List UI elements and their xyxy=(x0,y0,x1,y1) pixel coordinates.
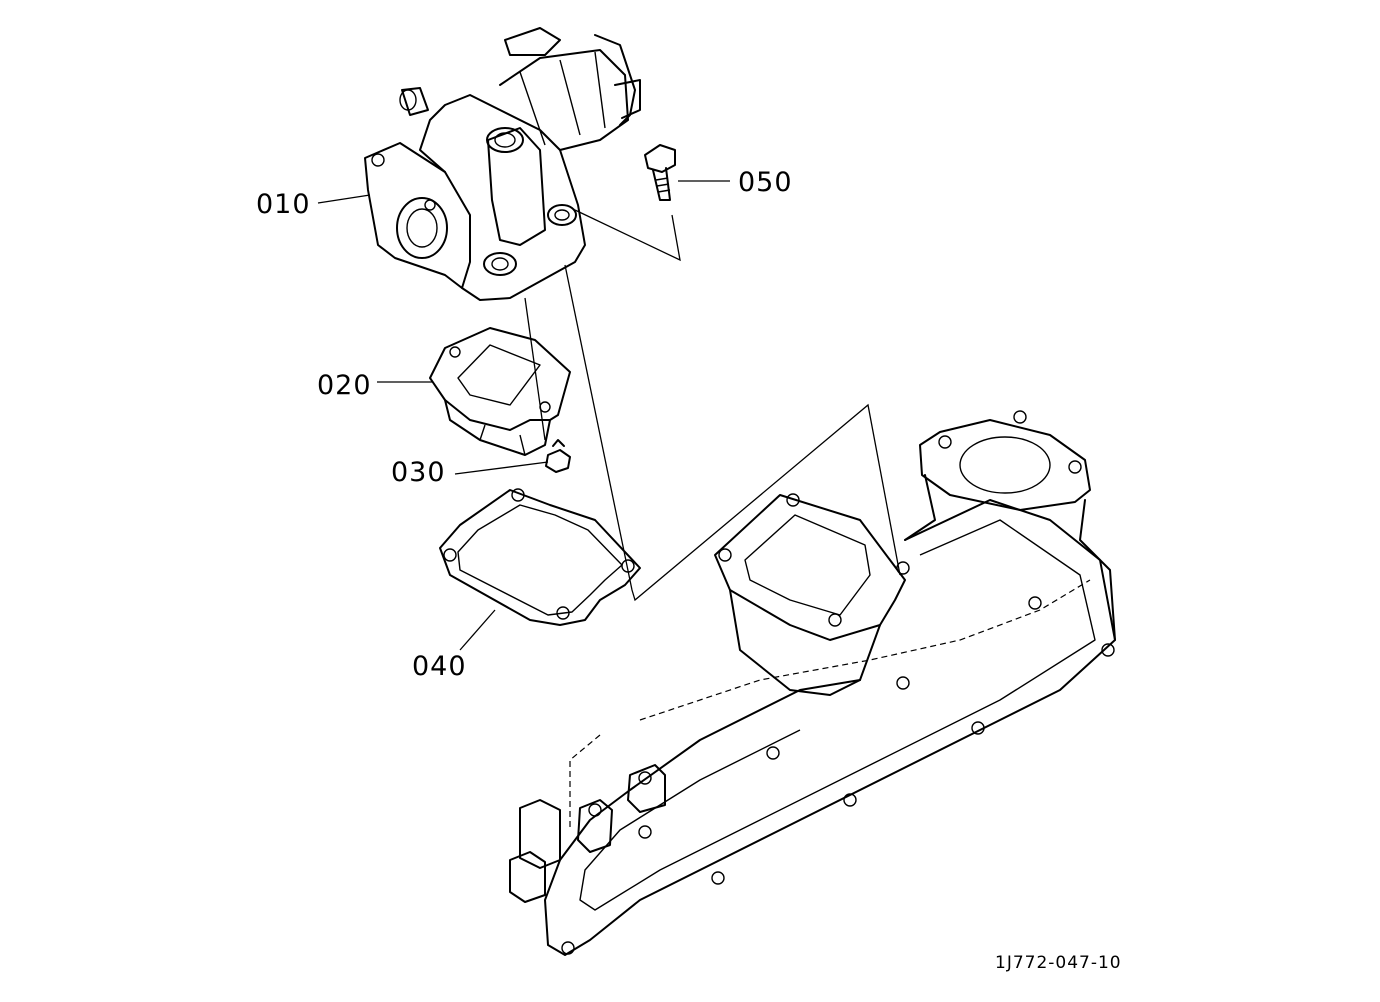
drawing-code: 1J772-047-10 xyxy=(995,953,1122,973)
part-label-010: 010 xyxy=(256,189,311,220)
part-label-040: 040 xyxy=(412,651,467,682)
part-label-020: 020 xyxy=(317,370,372,401)
gasket-040-drawing xyxy=(439,488,641,626)
screw-030-drawing xyxy=(545,439,571,473)
part-label-030: 030 xyxy=(391,457,446,488)
valve-body-drawing xyxy=(364,27,641,301)
intake-manifold-drawing xyxy=(509,410,1116,956)
leader-lines xyxy=(317,180,901,651)
bolt-050-drawing xyxy=(574,144,681,262)
adapter-020-drawing xyxy=(429,327,571,456)
part-label-050: 050 xyxy=(738,167,793,198)
